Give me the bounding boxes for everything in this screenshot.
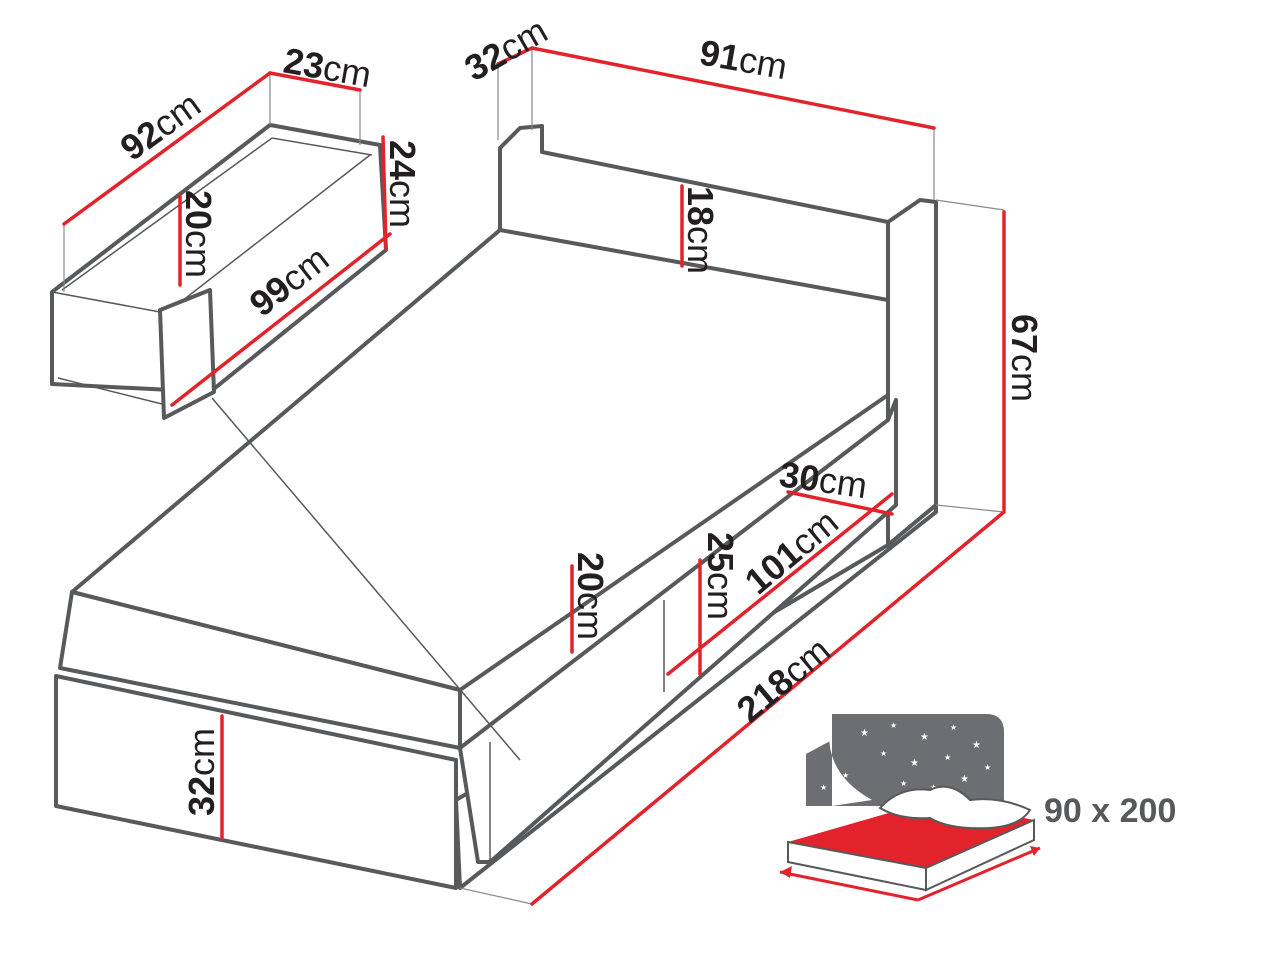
dim-line-headboard-depth: [496, 46, 534, 66]
dim-line-pillow-length: [666, 492, 894, 676]
label-pillow-depth: 30cm: [777, 453, 870, 506]
mattress-icon-side: [925, 818, 1035, 892]
mattress-length-arrow: [917, 846, 1041, 902]
svg-text:★: ★: [860, 728, 869, 739]
dim-line-drawer-inner-length: [170, 232, 392, 407]
svg-text:★: ★: [910, 758, 919, 769]
dim-line-pillow-depth: [786, 490, 894, 516]
base-front: [54, 674, 458, 890]
drawer-pointer-line: [211, 397, 521, 761]
mattress-size-icon: ★★ ★★ ★★ ★★ ★★ ★★ ★★ 90 x 200: [779, 714, 1176, 902]
svg-text:★: ★: [984, 763, 991, 772]
label-headboard-above: 18cm: [680, 186, 721, 274]
bed-illustration: [54, 46, 1006, 906]
night-sky-panel: [832, 714, 1004, 806]
svg-text:★: ★: [920, 732, 929, 743]
label-drawer-inner-height: 20cm: [178, 190, 219, 278]
arrow-head-icon: [780, 866, 792, 878]
drawer-inner-edge: [159, 154, 371, 319]
dimension-labels: 23cm 92cm 24cm 20cm 99cm 32cm 91cm 18cm …: [113, 9, 1045, 816]
label-drawer-depth: 23cm: [281, 40, 375, 96]
label-headboard-width: 91cm: [697, 32, 791, 88]
moon-crescent: [829, 714, 872, 806]
night-sky-side: [806, 740, 832, 806]
pillow-icon: [878, 785, 1032, 830]
drawer-front-panel: [158, 288, 216, 420]
side-storage: [458, 398, 898, 864]
mattress-bottom-edge: [59, 667, 461, 749]
dim-line-drawer-depth: [268, 71, 362, 92]
label-drawer-height: 24cm: [382, 140, 423, 228]
svg-text:★: ★: [960, 774, 969, 785]
svg-text:★: ★: [900, 779, 907, 788]
label-base-height: 32cm: [181, 728, 222, 816]
svg-text:★: ★: [944, 753, 951, 762]
ext-line: [459, 887, 533, 905]
base-side: [454, 503, 938, 890]
svg-text:★: ★: [880, 749, 887, 758]
dim-line-total-length: [530, 510, 1006, 906]
drawer-front-bottom: [57, 377, 163, 405]
dim-line-drawer-length: [62, 71, 272, 226]
drawer-inner-rim: [61, 137, 373, 291]
ext-line: [935, 199, 1005, 211]
svg-text:★: ★: [820, 783, 827, 792]
svg-text:★: ★: [950, 723, 957, 732]
dim-line-headboard-width: [530, 46, 936, 130]
ext-line: [935, 504, 1005, 513]
label-mattress-height: 20cm: [570, 552, 611, 640]
drawer-illustration: [50, 71, 392, 420]
label-headboard-depth: 32cm: [458, 9, 555, 89]
label-total-height: 67cm: [1004, 314, 1045, 402]
dim-line-drawer-height: [381, 135, 388, 250]
label-drawer-length: 92cm: [113, 84, 208, 169]
stars-icon: ★★ ★★ ★★ ★★ ★★ ★★ ★★: [820, 721, 991, 792]
svg-text:★: ★: [972, 740, 981, 751]
arrow-head-icon: [1030, 846, 1040, 856]
drawer-front-top: [51, 291, 161, 313]
svg-text:★: ★: [890, 721, 897, 730]
mattress-width-arrow: [779, 870, 919, 902]
mattress-size-label: 90 x 200: [1044, 792, 1176, 830]
label-pillow-height: 25cm: [700, 532, 741, 620]
svg-text:★: ★: [842, 771, 849, 780]
